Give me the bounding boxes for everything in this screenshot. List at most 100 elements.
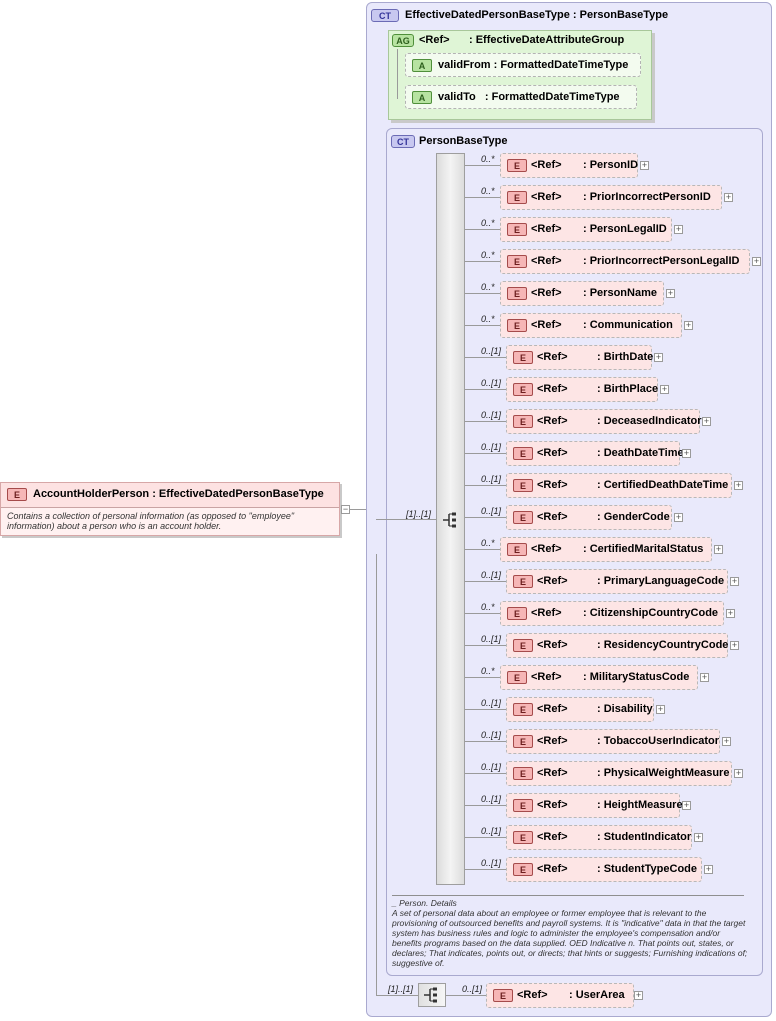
- element-row[interactable]: E<Ref>: StudentIndicator: [506, 825, 692, 850]
- expand-icon[interactable]: +: [700, 672, 709, 682]
- element-row[interactable]: E<Ref>: PersonLegalID: [500, 217, 672, 242]
- element-row[interactable]: E<Ref>: BirthDate: [506, 345, 653, 370]
- attribute-valid-to[interactable]: A validTo : FormattedDateTimeType: [405, 85, 637, 109]
- root-element-title: AccountHolderPerson : EffectiveDatedPers…: [33, 488, 324, 500]
- expand-icon[interactable]: +: [726, 608, 735, 618]
- element-row[interactable]: E<Ref>: HeightMeasure: [506, 793, 683, 818]
- element-cardinality: 0..[1]: [481, 506, 502, 516]
- attribute-group-badge-icon: AG: [392, 34, 414, 47]
- expand-icon[interactable]: +: [640, 160, 649, 170]
- element-type: : PrimaryLanguageCode: [597, 575, 725, 587]
- element-row[interactable]: E<Ref>: MilitaryStatusCode: [500, 665, 698, 690]
- element-ref: <Ref>: [537, 447, 568, 459]
- element-ref: <Ref>: [531, 255, 562, 267]
- sequence-compositor[interactable]: [436, 153, 465, 885]
- connector-line: [376, 519, 436, 520]
- attribute-name: validFrom : FormattedDateTimeType: [438, 59, 628, 71]
- element-row[interactable]: E<Ref>: Communication: [500, 313, 682, 338]
- expand-icon[interactable]: +: [730, 640, 739, 650]
- attribute-group-ref: <Ref>: [419, 34, 450, 46]
- element-row[interactable]: E<Ref>: PersonID: [500, 153, 638, 178]
- expand-icon[interactable]: +: [714, 544, 723, 554]
- expand-icon[interactable]: +: [654, 352, 663, 362]
- collapse-icon[interactable]: −: [341, 504, 350, 514]
- doc-body: A set of personal data about an employee…: [392, 908, 748, 968]
- expand-icon[interactable]: +: [734, 480, 743, 490]
- attribute-group-box[interactable]: AG <Ref> : EffectiveDateAttributeGroup A…: [388, 30, 652, 120]
- element-row[interactable]: E<Ref>: PrimaryLanguageCode: [506, 569, 728, 594]
- element-type: : PersonID: [583, 159, 639, 171]
- element-type: : PriorIncorrectPersonLegalID: [583, 255, 740, 267]
- element-row[interactable]: E<Ref>: StudentTypeCode: [506, 857, 702, 882]
- expand-icon[interactable]: +: [682, 448, 691, 458]
- expand-icon[interactable]: +: [730, 576, 739, 586]
- element-row[interactable]: E<Ref>: CertifiedMaritalStatus: [500, 537, 712, 562]
- element-ref: <Ref>: [537, 511, 568, 523]
- expand-icon[interactable]: +: [656, 704, 665, 714]
- element-ref: <Ref>: [537, 415, 568, 427]
- expand-icon[interactable]: +: [722, 736, 731, 746]
- element-type: : MilitaryStatusCode: [583, 671, 690, 683]
- element-row[interactable]: E<Ref>: PriorIncorrectPersonID: [500, 185, 722, 210]
- expand-icon[interactable]: +: [694, 832, 703, 842]
- root-element-type: : EffectiveDatedPersonBaseType: [149, 488, 324, 500]
- element-badge-icon: E: [513, 863, 533, 876]
- complex-type-base: : PersonBaseType: [569, 9, 669, 21]
- connector-line: [465, 805, 506, 806]
- expand-icon[interactable]: +: [682, 800, 691, 810]
- connector-line: [465, 165, 500, 166]
- element-badge-icon: E: [7, 488, 27, 501]
- expand-icon[interactable]: +: [702, 416, 711, 426]
- root-element-header: E AccountHolderPerson : EffectiveDatedPe…: [1, 483, 339, 508]
- element-row[interactable]: E<Ref>: TobaccoUserIndicator: [506, 729, 720, 754]
- element-row[interactable]: E<Ref>: ResidencyCountryCode: [506, 633, 728, 658]
- element-type: : CertifiedMaritalStatus: [583, 543, 704, 555]
- element-badge-icon: E: [493, 989, 513, 1002]
- element-row[interactable]: E<Ref>: DeceasedIndicator: [506, 409, 702, 434]
- expand-icon[interactable]: +: [666, 288, 675, 298]
- expand-icon[interactable]: +: [684, 320, 693, 330]
- element-row[interactable]: E<Ref>: Disability: [506, 697, 654, 722]
- element-cardinality: 0..*: [481, 250, 495, 260]
- expand-icon[interactable]: +: [660, 384, 669, 394]
- element-row[interactable]: E<Ref>: PersonName: [500, 281, 664, 306]
- connector-line: [465, 517, 506, 518]
- element-type: : StudentTypeCode: [597, 863, 698, 875]
- bottom-sequence-compositor[interactable]: [418, 983, 446, 1007]
- element-cardinality: 0..[1]: [481, 634, 502, 644]
- element-badge-icon: E: [513, 511, 533, 524]
- element-type: : PriorIncorrectPersonID: [583, 191, 711, 203]
- element-user-area[interactable]: E <Ref> : UserArea: [486, 983, 634, 1008]
- expand-icon[interactable]: +: [752, 256, 761, 266]
- element-row[interactable]: E<Ref>: PhysicalWeightMeasure: [506, 761, 732, 786]
- element-badge-icon: E: [513, 735, 533, 748]
- element-row[interactable]: E<Ref>: CitizenshipCountryCode: [500, 601, 724, 626]
- root-element-box[interactable]: E AccountHolderPerson : EffectiveDatedPe…: [0, 482, 340, 536]
- element-row[interactable]: E<Ref>: DeathDateTime: [506, 441, 684, 466]
- expand-icon[interactable]: +: [724, 192, 733, 202]
- expand-icon[interactable]: +: [734, 768, 743, 778]
- element-row[interactable]: E<Ref>: BirthPlace: [506, 377, 658, 402]
- element-cardinality: 0..*: [481, 218, 495, 228]
- element-ref: <Ref>: [537, 351, 568, 363]
- attribute-label: validFrom: [438, 59, 491, 71]
- element-row[interactable]: E<Ref>: CertifiedDeathDateTime: [506, 473, 732, 498]
- connector-line: [465, 837, 506, 838]
- sequence-cardinality: [1]..[1]: [406, 509, 432, 519]
- element-type: : PersonName: [583, 287, 657, 299]
- element-cardinality: 0..[1]: [462, 984, 483, 994]
- element-badge-icon: E: [513, 479, 533, 492]
- connector-line: [465, 421, 506, 422]
- element-ref: <Ref>: [537, 799, 568, 811]
- connector-line: [465, 709, 506, 710]
- expand-icon[interactable]: +: [674, 224, 683, 234]
- root-element-doc: Contains a collection of personal inform…: [7, 511, 295, 531]
- connector-line: [465, 229, 500, 230]
- expand-icon[interactable]: +: [674, 512, 683, 522]
- attribute-valid-from[interactable]: A validFrom : FormattedDateTimeType: [405, 53, 641, 77]
- element-row[interactable]: E<Ref>: PriorIncorrectPersonLegalID: [500, 249, 750, 274]
- expand-icon[interactable]: +: [704, 864, 713, 874]
- connector-line: [465, 357, 506, 358]
- expand-icon[interactable]: +: [634, 990, 643, 1000]
- element-row[interactable]: E<Ref>: GenderCode: [506, 505, 672, 530]
